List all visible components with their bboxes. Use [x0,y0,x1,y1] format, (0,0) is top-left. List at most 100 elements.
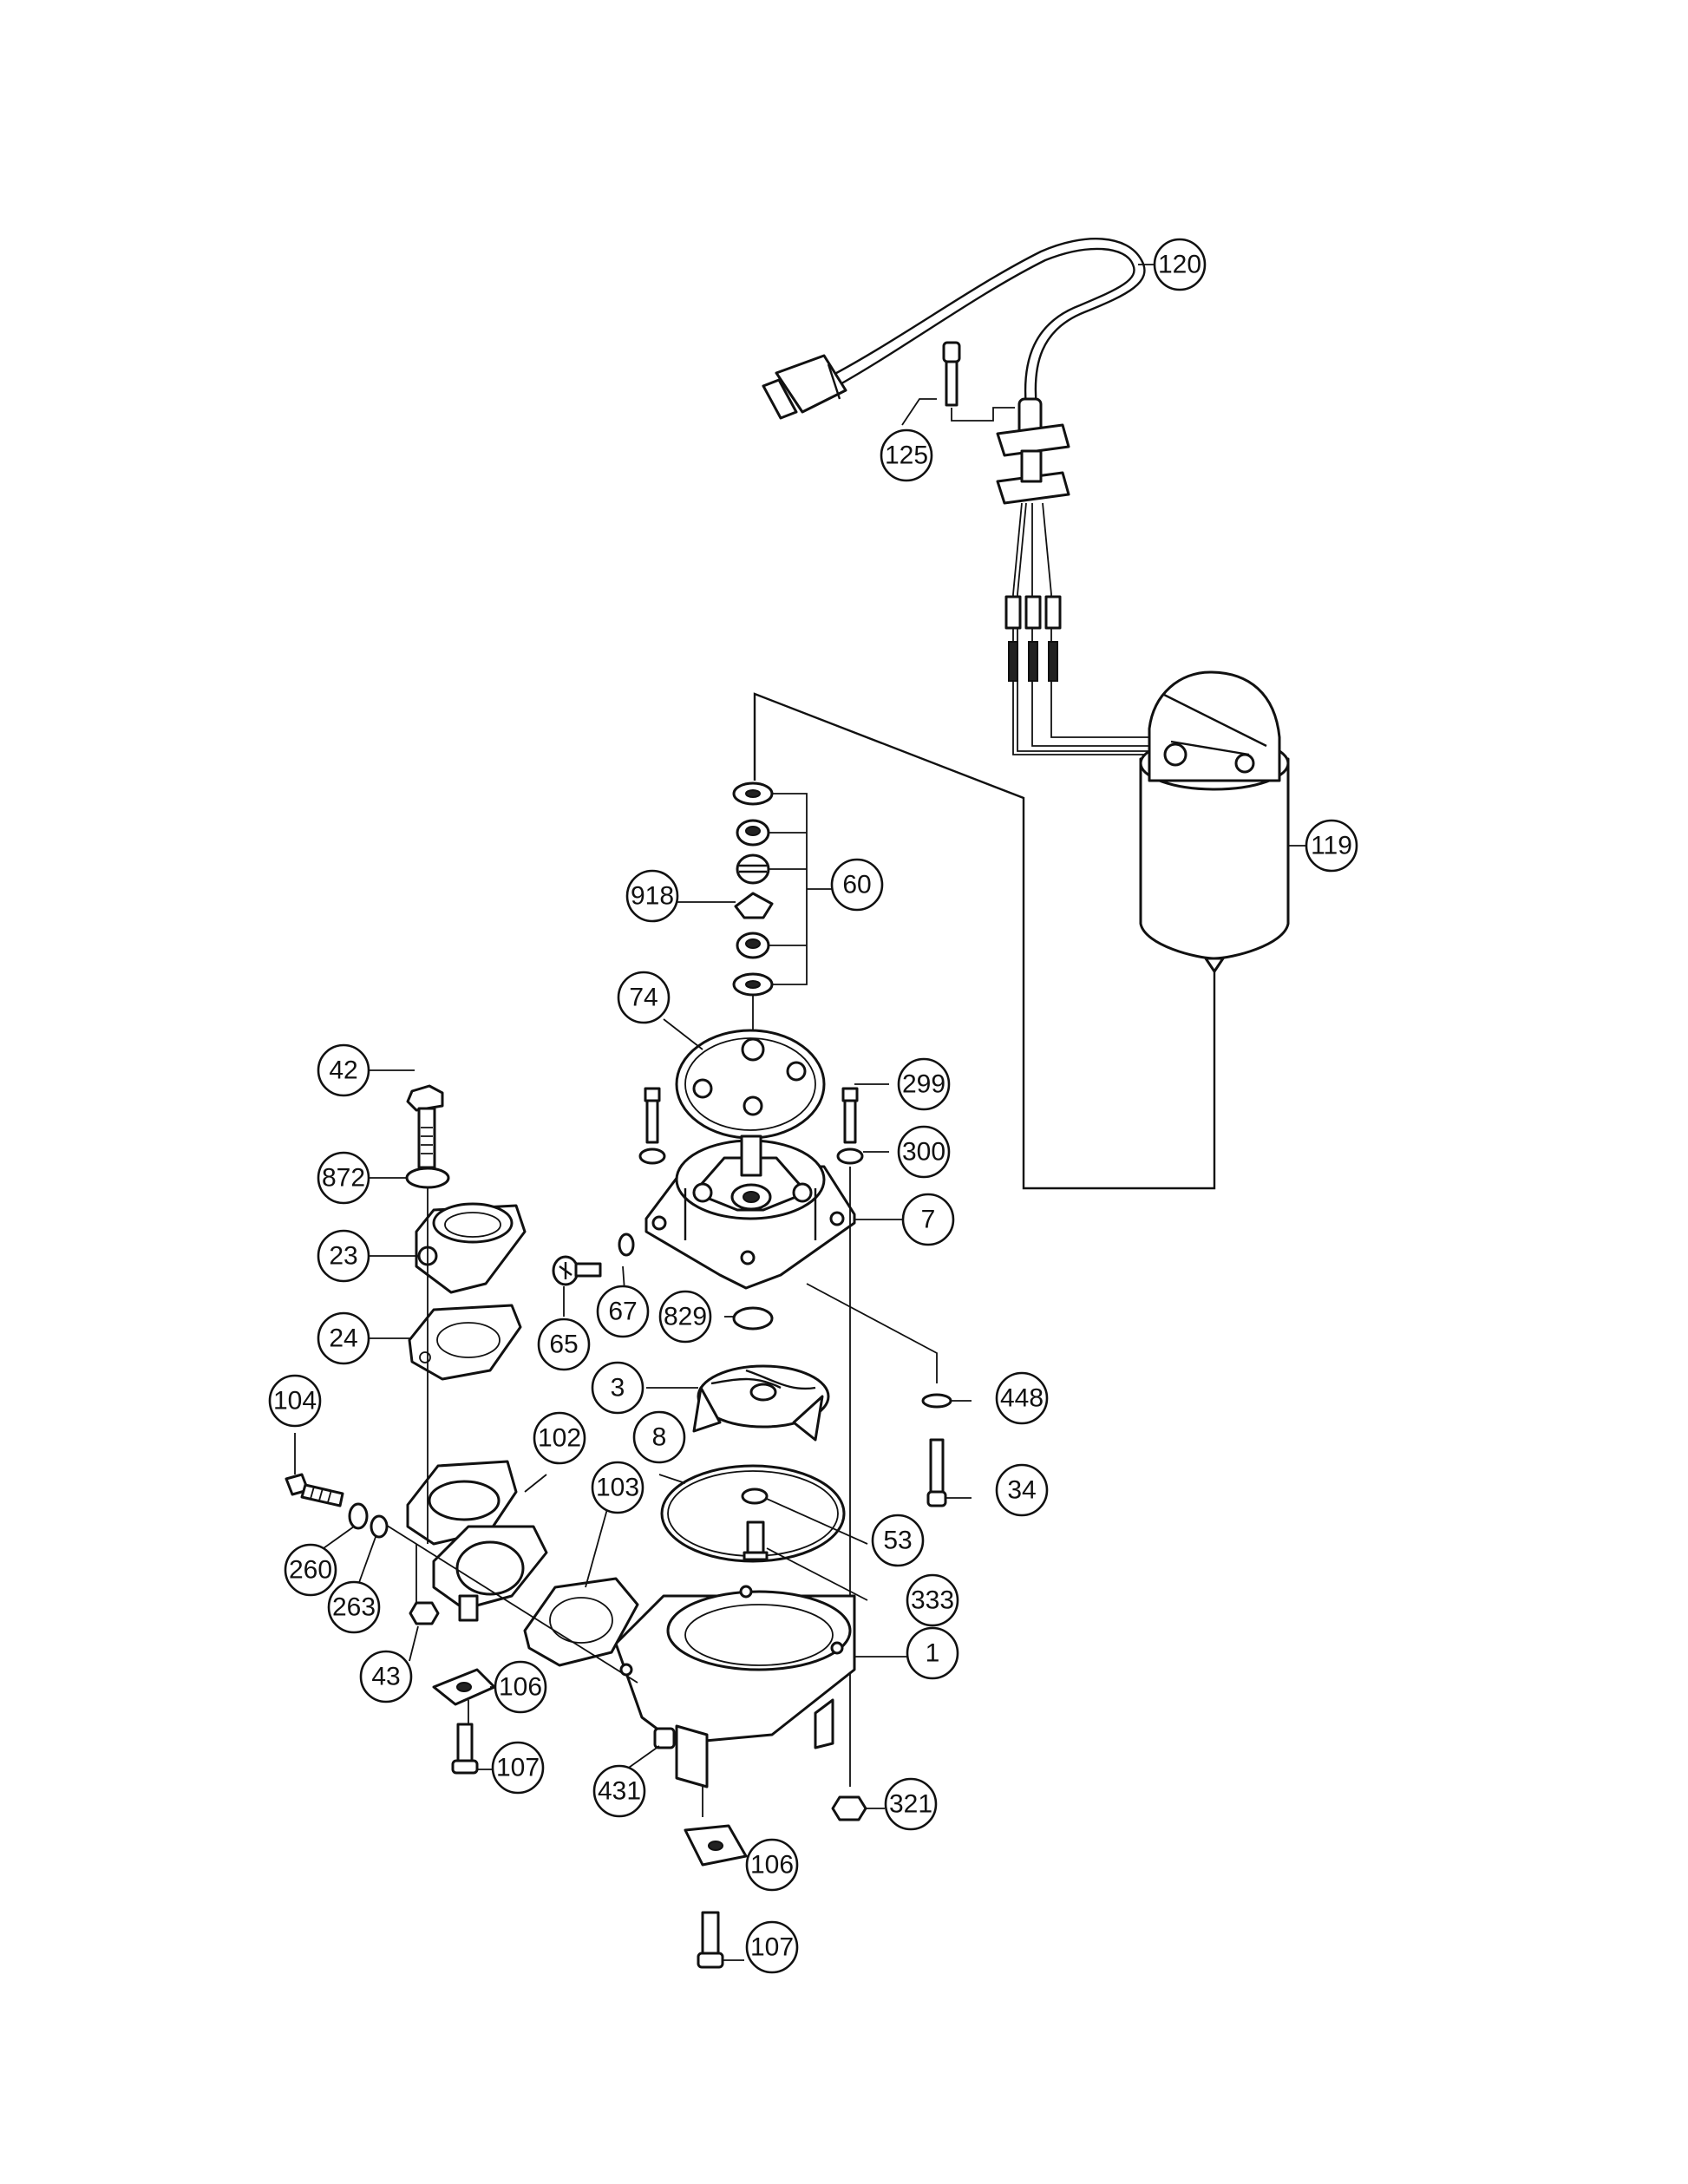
callout-125: 125 [880,428,933,482]
callout-24: 24 [317,1311,370,1365]
callout-number: 3 [611,1374,625,1403]
callout-circle [830,858,884,912]
bracket-106-upper [432,1668,496,1706]
callout-102: 102 [533,1411,586,1465]
callout-299: 299 [897,1057,951,1111]
callout-number: 74 [629,984,658,1012]
seal-assembly-60 [732,781,837,1214]
callout-circle [871,1514,925,1567]
callout-circle [995,1463,1049,1517]
callout-263: 263 [327,1580,381,1634]
callout-circle [533,1411,586,1465]
callout-circle [617,971,671,1024]
bracket-106-lower [684,1824,748,1867]
callout-number: 23 [329,1242,357,1271]
callout-number: 829 [664,1303,707,1331]
callout-circle [906,1626,959,1680]
callout-number: 431 [598,1777,641,1806]
callout-number: 106 [499,1673,542,1702]
callout-43: 43 [359,1650,413,1703]
callout-321: 321 [884,1777,938,1831]
washer-53 [741,1488,769,1505]
callout-number: 43 [371,1663,400,1691]
callout-107: 107 [745,1920,799,1974]
callout-918: 918 [625,869,679,923]
bolt-42 [406,1084,444,1169]
callout-number: 34 [1007,1476,1036,1505]
callout-53: 53 [871,1514,925,1567]
callout-number: 300 [902,1138,945,1167]
bolt-104 [285,1473,344,1507]
callout-number: 120 [1158,251,1201,279]
gasket-103 [381,1521,639,1684]
plug-431 [653,1727,676,1749]
callout-circle [880,428,933,482]
callout-104: 104 [268,1374,322,1428]
callout-107: 107 [491,1741,545,1795]
nut-321 [831,1795,867,1821]
plug-icon [762,354,847,420]
callout-74: 74 [617,971,671,1024]
callout-circle [591,1361,644,1415]
callout-431: 431 [592,1764,646,1818]
callout-circle [1305,819,1358,873]
callout-circle [317,1151,370,1205]
callout-number: 67 [608,1298,637,1326]
callout-829: 829 [658,1290,712,1344]
callout-circle [327,1580,381,1634]
callout-number: 321 [889,1790,932,1819]
callout-circle [317,1229,370,1283]
callout-872: 872 [317,1151,370,1205]
callout-number: 1 [926,1639,940,1668]
callout-number: 107 [496,1754,540,1782]
callout-260: 260 [284,1543,337,1597]
callout-448: 448 [995,1371,1049,1425]
callout-42: 42 [317,1043,370,1097]
bolt-107-lower [697,1911,724,1969]
callout-number: 65 [549,1331,578,1359]
leader-lines [294,264,1310,1961]
callout-circle [592,1764,646,1818]
callout-number: 119 [1311,832,1352,860]
callout-circle [901,1193,955,1246]
pump-body-1 [614,1585,856,1817]
cover-plate-74 [675,1029,826,1140]
callout-number: 42 [329,1056,357,1085]
bolt-34 [921,1393,952,1507]
callout-number: 103 [596,1474,639,1502]
callout-119: 119 [1305,819,1358,873]
bolts-299 [638,1087,864,1787]
callout-circle [995,1371,1049,1425]
callout-circle [745,1920,799,1974]
callout-circle [897,1125,951,1179]
callout-circle [591,1461,644,1514]
washer-872 [405,1167,450,1189]
callout-circle [359,1650,413,1703]
callout-number: 60 [842,871,871,899]
o-ring-8 [660,1464,846,1563]
callout-333: 333 [906,1573,959,1627]
callout-number: 106 [750,1851,794,1880]
callout-65: 65 [537,1318,591,1371]
screw-65 [552,1233,635,1286]
flange-102 [406,1460,548,1622]
impeller-3 [692,1364,830,1442]
callout-circle [317,1311,370,1365]
gasket-24 [408,1304,522,1381]
callout-number: 102 [538,1424,581,1453]
callout-3: 3 [591,1361,644,1415]
power-cord-assembly [762,238,1162,755]
callout-number: 24 [329,1324,357,1353]
callout-circle [1153,238,1207,291]
washer-829 [732,1306,774,1331]
motor-119 [753,670,1290,1190]
callout-number: 260 [289,1556,332,1585]
flange-23 [415,1202,527,1294]
callout-circle [494,1660,547,1714]
callout-circle [268,1374,322,1428]
callout-60: 60 [830,858,884,912]
callout-circle [884,1777,938,1831]
callout-circle [317,1043,370,1097]
